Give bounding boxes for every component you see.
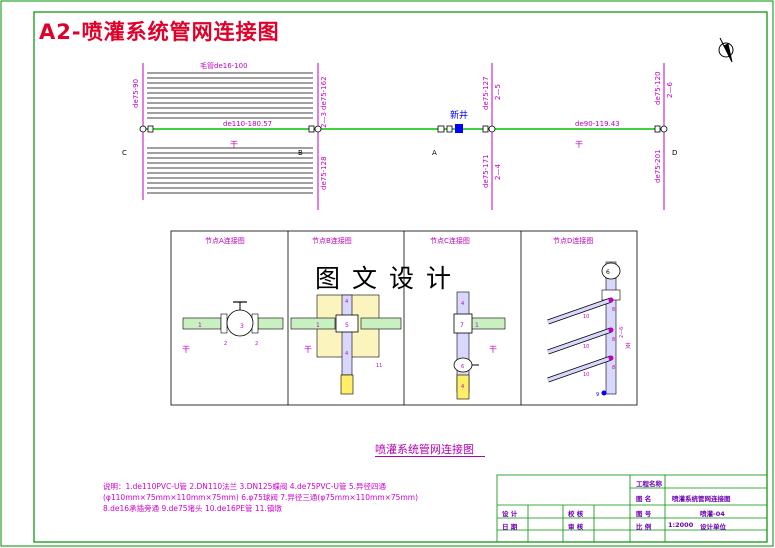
detail-b-title: 节点B连接图 — [312, 236, 352, 245]
detail-b-drawing: 1 5 4 4 11 干 — [290, 294, 402, 395]
lateral-label: 毛管de16-100 — [200, 61, 248, 70]
svg-text:5: 5 — [345, 322, 349, 329]
svg-text:支: 支 — [625, 342, 631, 350]
svg-text:11: 11 — [376, 363, 382, 369]
svg-text:干: 干 — [182, 345, 190, 354]
branch-label-75-201: de75-201 — [654, 149, 662, 183]
svg-text:1: 1 — [316, 322, 320, 329]
main-pipe-left-label: de110-180.57 — [223, 120, 272, 128]
branch-label-2-4: 2—4 — [494, 164, 502, 180]
dry-label-left: 干 — [230, 140, 238, 149]
svg-text:4: 4 — [345, 351, 348, 357]
new-well-icon — [455, 124, 463, 133]
tb-drawing-name-value: 喷灌系统管网连接图 — [672, 495, 731, 503]
svg-text:3: 3 — [240, 323, 244, 330]
svg-text:2—6: 2—6 — [619, 327, 625, 338]
svg-text:8: 8 — [612, 337, 615, 343]
north-arrow-icon — [718, 37, 734, 63]
tb-scale-label: 比 例 — [636, 523, 652, 531]
branch-label-75-128: de75-128 — [320, 156, 328, 190]
branch-label-75-90: de75-90 — [132, 79, 140, 108]
drawing-caption: 喷灌系统管网连接图 — [375, 443, 474, 456]
detail-d-drawing: 6 10 10 10 8 8 8 9 2—6 支 — [547, 261, 631, 398]
notes: 说明：1.de110PVC-U管 2.DN110法兰 3.DN125蝶阀 4.d… — [103, 481, 418, 514]
dry-label-right: 干 — [575, 140, 583, 149]
tb-project-label: 工程名称 — [636, 480, 662, 488]
svg-text:10: 10 — [583, 344, 589, 350]
svg-text:4: 4 — [345, 299, 348, 305]
svg-text:6: 6 — [606, 269, 610, 276]
tb-check-label: 校 核 — [568, 510, 584, 518]
detail-c-title: 节点C连接图 — [430, 236, 470, 245]
inner-border — [33, 11, 768, 543]
svg-text:10: 10 — [583, 314, 589, 320]
notes-line-2: (φ110mm×75mm×110mm×75mm) 6.φ75球阀 7.异径三通(… — [103, 493, 418, 502]
title-block — [496, 474, 768, 543]
svg-text:1: 1 — [475, 322, 479, 329]
svg-text:9: 9 — [596, 392, 599, 398]
new-well-label: 新井 — [450, 109, 468, 121]
caption-underline — [375, 456, 485, 457]
svg-text:干: 干 — [489, 345, 497, 354]
branch-label-2-5: 2—5 — [494, 84, 502, 100]
tb-drawing-no-label: 图 号 — [636, 510, 652, 518]
watermark: 图文设计 — [315, 264, 464, 293]
tb-design-label: 设 计 — [502, 510, 518, 518]
node-c-label: C — [122, 149, 127, 157]
branch-label-75-171: de75-171 — [482, 154, 490, 188]
svg-text:10: 10 — [583, 372, 589, 378]
tb-unit-value: 设计单位 — [700, 523, 726, 531]
detail-c-drawing: 7 1 4 6 4 干 — [453, 291, 506, 400]
node-d-label: D — [672, 149, 677, 157]
tb-date-label: 日 期 — [502, 523, 518, 531]
svg-text:4: 4 — [461, 384, 464, 390]
svg-text:1: 1 — [198, 322, 202, 329]
laterals-bottom-left — [147, 147, 313, 194]
node-valves — [139, 125, 668, 133]
node-a-label: A — [432, 149, 437, 157]
notes-line-3: 8.de16承插旁通 9.de75堵头 10.de16PE管 11.镇墩 — [103, 504, 282, 513]
svg-text:2: 2 — [224, 341, 227, 347]
detail-d-title: 节点D连接图 — [553, 236, 593, 245]
svg-text:2: 2 — [255, 341, 258, 347]
svg-text:6: 6 — [461, 364, 464, 370]
node-b-label: B — [298, 149, 303, 157]
detail-a-title: 节点A连接图 — [205, 236, 245, 245]
branch-label-75-162: de75-162 — [320, 76, 328, 110]
branch-label-2-3: 2—3 — [320, 112, 328, 128]
main-pipe-right-label: de90-119.43 — [575, 120, 620, 128]
branch-label-2-6: 2—6 — [666, 82, 674, 98]
svg-text:8: 8 — [612, 307, 615, 313]
svg-text:干: 干 — [304, 345, 312, 354]
laterals-top-left — [147, 72, 313, 119]
tb-scale-value: 1:2000 — [668, 521, 694, 529]
branch-label-75-120: de75-120 — [654, 71, 662, 105]
tb-drawing-no-value: 喷灌-04 — [700, 510, 725, 518]
svg-text:4: 4 — [461, 301, 464, 307]
tb-review-label: 审 核 — [568, 523, 584, 531]
tb-drawing-name-label: 图 名 — [636, 495, 652, 503]
detail-a-drawing: 1 3 2 2 干 — [182, 301, 284, 354]
drawing-title: A2-喷灌系统管网连接图 — [39, 20, 280, 44]
notes-line-1: 说明：1.de110PVC-U管 2.DN110法兰 3.DN125蝶阀 4.d… — [103, 482, 386, 491]
svg-text:8: 8 — [612, 365, 615, 371]
branch-label-75-127: de75-127 — [482, 76, 490, 110]
svg-text:7: 7 — [460, 322, 464, 329]
